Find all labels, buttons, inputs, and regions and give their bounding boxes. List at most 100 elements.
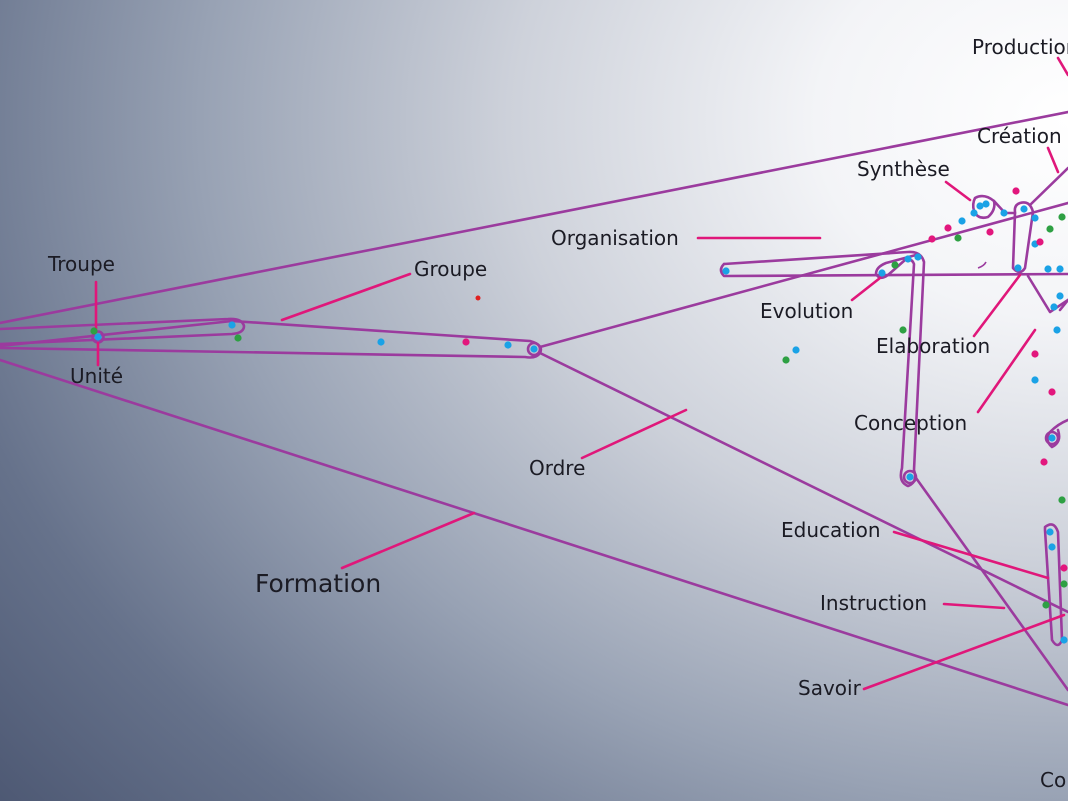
link-loop-groupe <box>0 317 246 346</box>
dot <box>958 217 966 225</box>
dot <box>228 321 236 329</box>
dot <box>1020 205 1028 213</box>
leader-line-groupe <box>280 272 412 322</box>
link-line-right-vertical <box>1058 298 1068 312</box>
dot <box>1031 350 1039 358</box>
link-line-lower-long <box>0 358 1068 707</box>
dot <box>899 326 907 334</box>
dot <box>906 473 914 481</box>
link-loop-education <box>1043 523 1064 647</box>
leader-line-creation <box>1046 146 1060 174</box>
dot <box>792 346 800 354</box>
link-line-upper-long <box>0 110 1068 325</box>
dot <box>90 327 98 335</box>
dot <box>462 338 470 346</box>
dot <box>982 200 990 208</box>
label-instruction: Instruction <box>820 591 927 615</box>
leader-line-education <box>892 530 1050 580</box>
leader-line-production <box>1056 56 1068 77</box>
dot <box>1058 213 1066 221</box>
label-production: Production <box>972 35 1068 59</box>
label-troupe: Troupe <box>47 252 115 276</box>
leader-line-formation <box>340 511 476 570</box>
leader-line-conception <box>976 328 1037 414</box>
leader-line-instruction <box>942 602 1006 610</box>
dot <box>377 338 385 346</box>
dot <box>530 345 538 353</box>
dot <box>891 261 899 269</box>
dot <box>1056 292 1064 300</box>
dots-green <box>90 213 1068 609</box>
node-ring-ordre <box>526 341 542 357</box>
dot <box>1036 238 1044 246</box>
label-organisation: Organisation <box>551 226 679 250</box>
link-line-creation-up <box>1028 166 1068 207</box>
leader-lines <box>94 56 1068 691</box>
link-loop-evolution <box>722 250 926 488</box>
dot <box>914 253 922 261</box>
label-elaboration: Elaboration <box>876 334 990 358</box>
label-education: Education <box>781 518 881 542</box>
dots-blue <box>94 200 1068 644</box>
label-co: Co <box>1040 768 1066 792</box>
concept-labels: Production Création Synthèse Organisatio… <box>47 35 1068 792</box>
dots-magenta <box>462 187 1068 572</box>
dot <box>722 267 730 275</box>
dot <box>1060 636 1068 644</box>
leader-line-evolution <box>850 276 882 302</box>
label-evolution: Evolution <box>760 299 853 323</box>
dot <box>1042 601 1050 609</box>
leader-line-elaboration <box>972 273 1022 338</box>
dot <box>1056 265 1064 273</box>
tiny-mark <box>977 261 987 269</box>
link-line-ordre <box>538 351 1068 614</box>
label-conception: Conception <box>854 411 967 435</box>
dot <box>1060 564 1068 572</box>
link-line-elab-drop <box>1026 274 1068 314</box>
dot <box>986 228 994 236</box>
leader-line-savoir <box>862 613 1066 691</box>
label-creation: Création <box>977 124 1062 148</box>
link-line-education <box>914 476 1068 692</box>
dot <box>1048 388 1056 396</box>
dot <box>234 334 242 342</box>
dot <box>1012 187 1020 195</box>
dot <box>1040 458 1048 466</box>
dot <box>782 356 790 364</box>
dot <box>1058 496 1066 504</box>
label-savoir: Savoir <box>798 676 862 700</box>
link-loop-synthese <box>971 194 996 220</box>
label-formation: Formation <box>255 569 381 598</box>
label-unite: Unité <box>70 364 123 388</box>
dot <box>504 341 512 349</box>
dot <box>1046 528 1054 536</box>
dot <box>1044 265 1052 273</box>
dot <box>1048 543 1056 551</box>
dot <box>1031 376 1039 384</box>
data-dots <box>90 187 1068 644</box>
label-synthese: Synthèse <box>857 157 950 181</box>
dot <box>878 269 886 277</box>
dot <box>1050 303 1058 311</box>
label-groupe: Groupe <box>414 257 487 281</box>
link-line-evolution-base <box>719 262 1068 278</box>
link-loop-creation <box>1011 201 1035 274</box>
dot <box>944 224 952 232</box>
dot <box>1031 214 1039 222</box>
node-ring-conception <box>1044 430 1060 446</box>
dot <box>976 202 984 210</box>
dot <box>1048 434 1056 442</box>
leader-line-synthese <box>944 180 972 202</box>
dot <box>928 235 936 243</box>
label-ordre: Ordre <box>529 456 585 480</box>
dot <box>904 255 912 263</box>
dot <box>1053 326 1061 334</box>
dot <box>970 209 978 217</box>
dot-red <box>475 295 481 301</box>
dot <box>1014 264 1022 272</box>
dot <box>94 333 102 341</box>
dot <box>1000 209 1008 217</box>
node-ring-education <box>902 469 918 485</box>
